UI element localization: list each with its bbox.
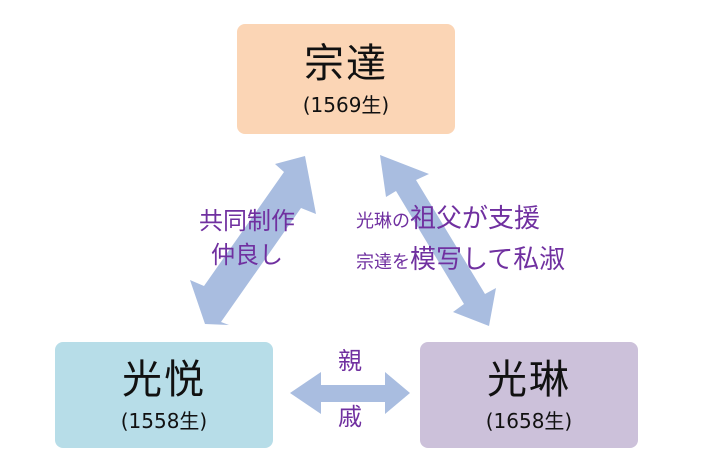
node-year: (1569生) [302,93,390,117]
edge-label-char: 親 [338,347,362,375]
edge-label-koetsu-korin: 親 戚 [330,346,370,432]
arrow-koetsu-korin [290,372,410,414]
edge-label-sotatsu-koetsu: 共同制作 仲良し [182,204,312,272]
node-koetsu: 光悦 (1558生) [55,342,273,448]
edge-label-line: 仲良し [211,241,283,269]
edge-label-line: 宗達を模写して私淑 [356,241,565,282]
arrow-sotatsu-korin [380,155,496,326]
arrow-sotatsu-koetsu [190,156,316,325]
edge-label-main: 祖父が支援 [410,204,541,234]
node-year: (1658生) [485,409,573,433]
edge-label-line: 光琳の祖父が支援 [356,200,565,241]
node-name: 宗達 [304,41,388,87]
node-year: (1558生) [120,409,208,433]
node-name: 光悦 [122,357,206,403]
edge-label-prefix: 光琳の [356,211,410,232]
edge-label-main: 模写して私淑 [410,245,566,275]
node-name: 光琳 [487,357,571,403]
edge-label-sotatsu-korin: 光琳の祖父が支援 宗達を模写して私淑 [356,200,565,282]
node-korin: 光琳 (1658生) [420,342,638,448]
edge-label-prefix: 宗達を [356,252,410,273]
edge-label-line: 共同制作 [199,207,295,235]
node-sotatsu: 宗達 (1569生) [237,24,455,134]
edge-label-char: 戚 [338,403,362,431]
